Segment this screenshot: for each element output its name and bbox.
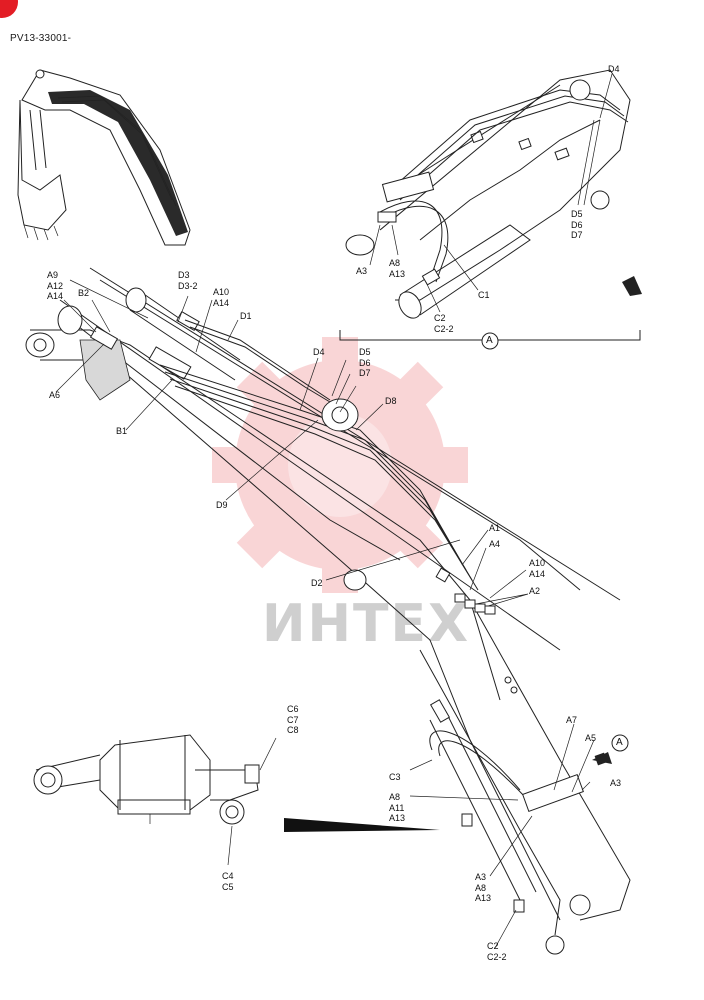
label-a10-top: A10 A14 [213, 287, 230, 308]
label-b2: B2 [78, 288, 90, 298]
label-a3-right: A3 [610, 778, 622, 788]
document-code: PV13-33001- [10, 33, 72, 44]
detail-label-d4: D4 [608, 64, 620, 74]
detail-view-a [339, 69, 642, 350]
label-d5: D5 D6 D7 [359, 347, 371, 378]
label-a9: A9 A12 A14 [47, 270, 64, 301]
detail-label-c1: C1 [478, 290, 490, 300]
detail-label-a8: A8 A13 [389, 258, 406, 279]
swivel-detail [33, 734, 277, 866]
watermark-text: ИНТЕХ [262, 594, 471, 654]
label-a2: A2 [529, 586, 541, 596]
label-d2: D2 [311, 578, 323, 588]
detail-label-c2: C2 C2-2 [434, 313, 454, 334]
label-d4: D4 [313, 347, 325, 357]
view-a-marker-main: A [616, 737, 623, 748]
label-a3-bottom: A3 A8 A13 [475, 872, 492, 903]
label-a10-mid: A10 A14 [529, 558, 546, 579]
swivel-label-c6: C6 C7 C8 [287, 704, 299, 735]
label-d1: D1 [240, 311, 252, 321]
label-d8: D8 [385, 396, 397, 406]
excavator-thumbnail [17, 69, 191, 246]
label-d9: D9 [216, 500, 228, 510]
swivel-label-c4: C4 C5 [222, 871, 234, 892]
label-a8: A8 A11 A13 [389, 792, 406, 823]
detail-label-a3: A3 [356, 266, 368, 276]
view-a-marker-top: A [486, 335, 493, 346]
label-d3: D3 D3-2 [178, 270, 198, 291]
label-c2-bottom: C2 C2-2 [487, 941, 507, 962]
detail-label-d5: D5 D6 D7 [571, 209, 583, 240]
label-a1: A1 [489, 523, 501, 533]
label-a4: A4 [489, 539, 501, 549]
label-b1: B1 [116, 426, 128, 436]
label-a7: A7 [566, 715, 578, 725]
label-a6: A6 [49, 390, 61, 400]
label-a5: A5 [585, 733, 597, 743]
main-boom [25, 267, 631, 955]
label-c3: C3 [389, 772, 401, 782]
